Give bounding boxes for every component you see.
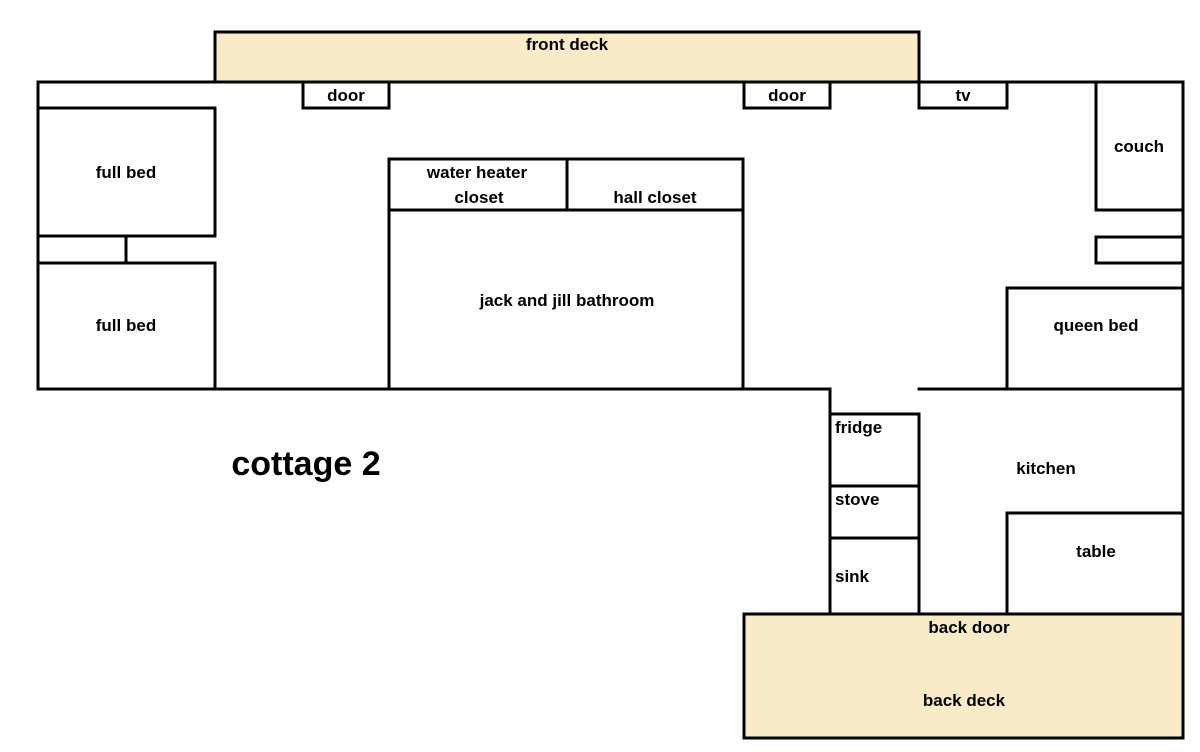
tv-label: tv [955,86,971,105]
cottage-title: cottage 2 [231,445,380,483]
door-left-label: door [327,86,365,105]
bathroom-label: jack and jill bathroom [479,291,655,310]
back-door-label: back door [928,618,1010,637]
couch-arm [1094,235,1185,265]
water-heater-closet-label-2: closet [454,188,503,207]
couch [1094,80,1185,212]
door-right-label: door [768,86,806,105]
left-bedroom [36,106,217,391]
front-deck-label: front deck [526,35,609,54]
back-deck [742,612,1185,740]
kitchen-table [1005,511,1185,616]
couch-label: couch [1114,137,1164,156]
stove-label: stove [835,490,879,509]
center-core [387,157,745,391]
kitchen-label: kitchen [1016,459,1076,478]
fridge-label: fridge [835,418,882,437]
table-label: table [1076,542,1116,561]
water-heater-closet-label-1: water heater [426,163,528,182]
queen-bed-label: queen bed [1053,316,1138,335]
kitchen-appliances [828,412,921,616]
queen-bed [1005,286,1185,391]
sink-label: sink [835,567,870,586]
full-bed-bottom-label: full bed [96,316,156,335]
full-bed-top-label: full bed [96,163,156,182]
hall-closet-label: hall closet [613,188,696,207]
door-left [301,80,391,110]
door-right [742,80,832,110]
front-deck [213,30,921,84]
tv-stand [917,80,1009,110]
back-deck-label: back deck [923,691,1006,710]
